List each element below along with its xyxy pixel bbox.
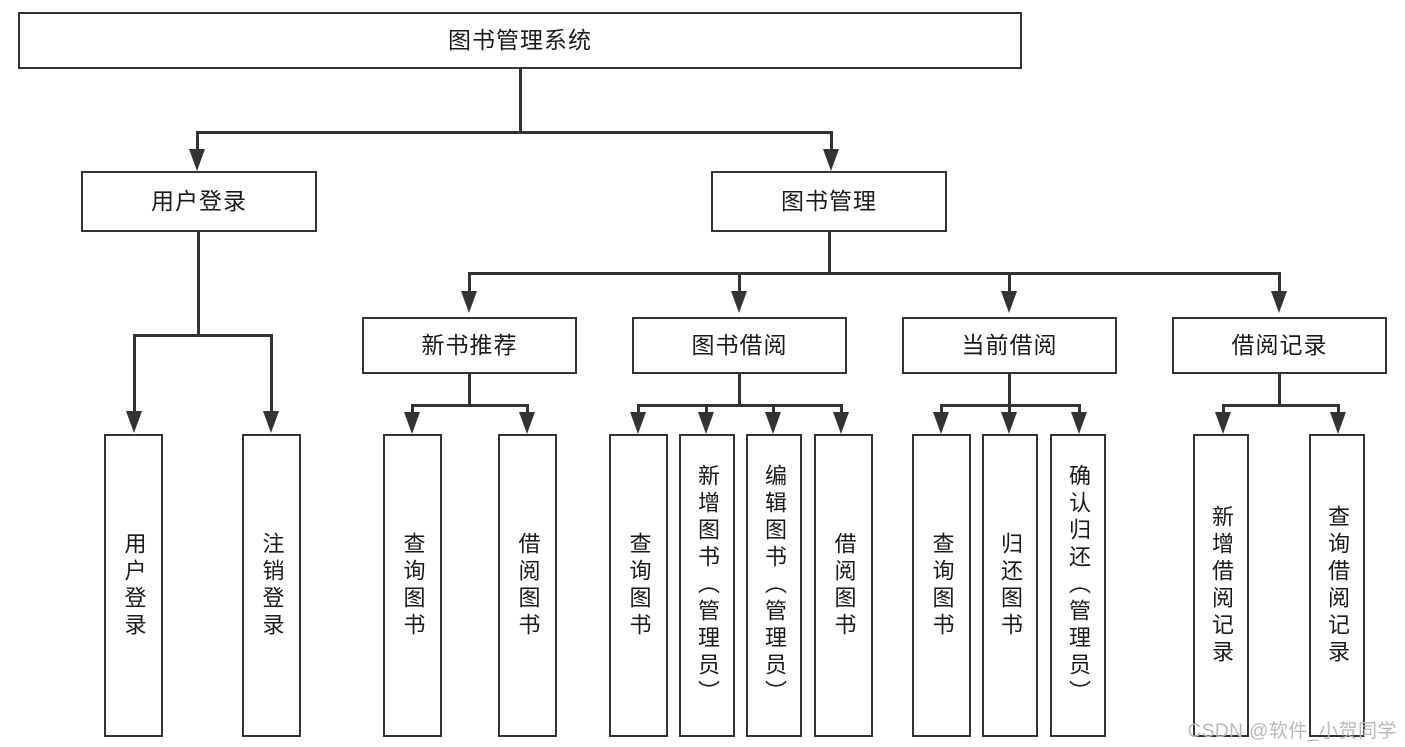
node-label: 查询图书 bbox=[929, 531, 955, 640]
node-label: 当前借阅 bbox=[961, 332, 1058, 359]
connector-user-login-drop-0 bbox=[133, 334, 136, 414]
connector-borrow-stem bbox=[738, 374, 741, 406]
arrow-to-new-book-recommend bbox=[461, 291, 477, 313]
arrow-to-leaf-recommend-0 bbox=[404, 412, 420, 434]
arrow-to-book-manage bbox=[823, 149, 839, 171]
connector-recommend-drop-1 bbox=[526, 404, 529, 416]
node-label: 用户登录 bbox=[121, 531, 147, 640]
connector-current-stem bbox=[1008, 374, 1011, 406]
connector-user-login-drop-1 bbox=[270, 334, 273, 414]
arrow-to-leaf-recommend-1 bbox=[519, 412, 535, 434]
leaf-borrow-record-1[interactable]: 查询借阅记录 bbox=[1309, 434, 1365, 737]
connector-l3-drop-3 bbox=[1278, 272, 1281, 294]
arrow-to-leaf-borrow-3 bbox=[833, 412, 849, 434]
node-label: 图书管理 bbox=[781, 188, 877, 215]
leaf-current-borrow-2[interactable]: 确认归还（管理员） bbox=[1050, 434, 1106, 737]
leaf-borrow-record-0[interactable]: 新增借阅记录 bbox=[1193, 434, 1249, 737]
connector-record-stem bbox=[1278, 374, 1281, 406]
node-root-system[interactable]: 图书管理系统 bbox=[18, 12, 1022, 69]
node-current-borrow[interactable]: 当前借阅 bbox=[902, 317, 1117, 374]
connector-l3-drop-1 bbox=[738, 272, 741, 294]
connector-borrow-drop-1 bbox=[705, 404, 708, 416]
node-label: 查询图书 bbox=[400, 531, 426, 640]
leaf-book-borrow-3[interactable]: 借阅图书 bbox=[814, 434, 873, 737]
node-label: 借阅记录 bbox=[1231, 332, 1328, 359]
node-label: 新增借阅记录 bbox=[1209, 504, 1234, 667]
node-book-borrow[interactable]: 图书借阅 bbox=[632, 317, 847, 374]
leaf-user-login-1[interactable]: 注销登录 bbox=[242, 434, 301, 737]
leaf-book-borrow-1[interactable]: 新增图书（管理员） bbox=[679, 434, 735, 737]
node-new-book-recommend[interactable]: 新书推荐 bbox=[362, 317, 577, 374]
connector-book-manage-stem bbox=[828, 232, 831, 274]
arrow-to-leaf-record-1 bbox=[1330, 412, 1346, 434]
connector-l3-drop-2 bbox=[1008, 272, 1011, 294]
leaf-current-borrow-1[interactable]: 归还图书 bbox=[982, 434, 1038, 737]
connector-current-drop-0 bbox=[940, 404, 943, 416]
connector-record-bus bbox=[1222, 404, 1339, 407]
connector-borrow-drop-3 bbox=[840, 404, 843, 416]
node-label: 确认归还（管理员） bbox=[1066, 464, 1091, 707]
node-label: 图书借阅 bbox=[691, 332, 788, 359]
node-label: 编辑图书（管理员） bbox=[762, 464, 787, 707]
connector-recommend-drop-0 bbox=[411, 404, 414, 416]
connector-root-bus bbox=[196, 131, 833, 134]
connector-root-drop-left bbox=[196, 131, 199, 153]
arrow-to-book-borrow bbox=[731, 291, 747, 313]
node-label: 新书推荐 bbox=[421, 332, 518, 359]
arrow-to-borrow-record bbox=[1271, 291, 1287, 313]
leaf-recommend-1[interactable]: 借阅图书 bbox=[498, 434, 557, 737]
arrow-to-leaf-borrow-2 bbox=[765, 412, 781, 434]
arrow-to-leaf-current-0 bbox=[933, 412, 949, 434]
node-label: 查询借阅记录 bbox=[1325, 504, 1350, 667]
arrow-to-leaf-user-login-0 bbox=[126, 411, 142, 433]
node-label: 借阅图书 bbox=[831, 531, 857, 640]
connector-borrow-bus bbox=[637, 404, 842, 407]
node-label: 用户登录 bbox=[151, 188, 247, 215]
connector-user-login-stem bbox=[197, 232, 200, 336]
leaf-recommend-0[interactable]: 查询图书 bbox=[383, 434, 442, 737]
node-label: 借阅图书 bbox=[515, 531, 541, 640]
leaf-current-borrow-0[interactable]: 查询图书 bbox=[912, 434, 971, 737]
node-label: 新增图书（管理员） bbox=[695, 464, 720, 707]
connector-current-drop-1 bbox=[1008, 404, 1011, 416]
node-borrow-record[interactable]: 借阅记录 bbox=[1172, 317, 1387, 374]
node-label: 查询图书 bbox=[626, 531, 652, 640]
leaf-book-borrow-2[interactable]: 编辑图书（管理员） bbox=[746, 434, 802, 737]
arrow-to-leaf-record-0 bbox=[1215, 412, 1231, 434]
arrow-to-leaf-borrow-0 bbox=[630, 412, 646, 434]
leaf-book-borrow-0[interactable]: 查询图书 bbox=[609, 434, 668, 737]
connector-recommend-bus bbox=[411, 404, 528, 407]
node-book-manage[interactable]: 图书管理 bbox=[711, 171, 947, 232]
node-label: 注销登录 bbox=[259, 531, 285, 640]
arrow-to-current-borrow bbox=[1001, 291, 1017, 313]
node-user-login[interactable]: 用户登录 bbox=[81, 171, 317, 232]
connector-record-drop-1 bbox=[1337, 404, 1340, 416]
connector-root-stem bbox=[519, 69, 522, 132]
connector-current-drop-2 bbox=[1078, 404, 1081, 416]
arrow-to-leaf-current-2 bbox=[1071, 412, 1087, 434]
leaf-user-login-0[interactable]: 用户登录 bbox=[104, 434, 163, 737]
csdn-watermark: CSDN @软件_小贺同学 bbox=[1187, 721, 1397, 742]
connector-user-login-bus bbox=[133, 334, 272, 337]
connector-l3-drop-0 bbox=[468, 272, 471, 294]
connector-borrow-drop-2 bbox=[772, 404, 775, 416]
connector-book-manage-bus bbox=[468, 272, 1280, 275]
connector-recommend-stem bbox=[468, 374, 471, 406]
arrow-to-leaf-user-login-1 bbox=[263, 411, 279, 433]
arrow-to-leaf-borrow-1 bbox=[698, 412, 714, 434]
connector-borrow-drop-0 bbox=[637, 404, 640, 416]
arrow-to-user-login bbox=[189, 149, 205, 171]
arrow-to-leaf-current-1 bbox=[1001, 412, 1017, 434]
connector-record-drop-0 bbox=[1222, 404, 1225, 416]
node-label: 归还图书 bbox=[998, 531, 1023, 640]
connector-root-drop-right bbox=[830, 131, 833, 153]
node-label: 图书管理系统 bbox=[448, 27, 592, 54]
